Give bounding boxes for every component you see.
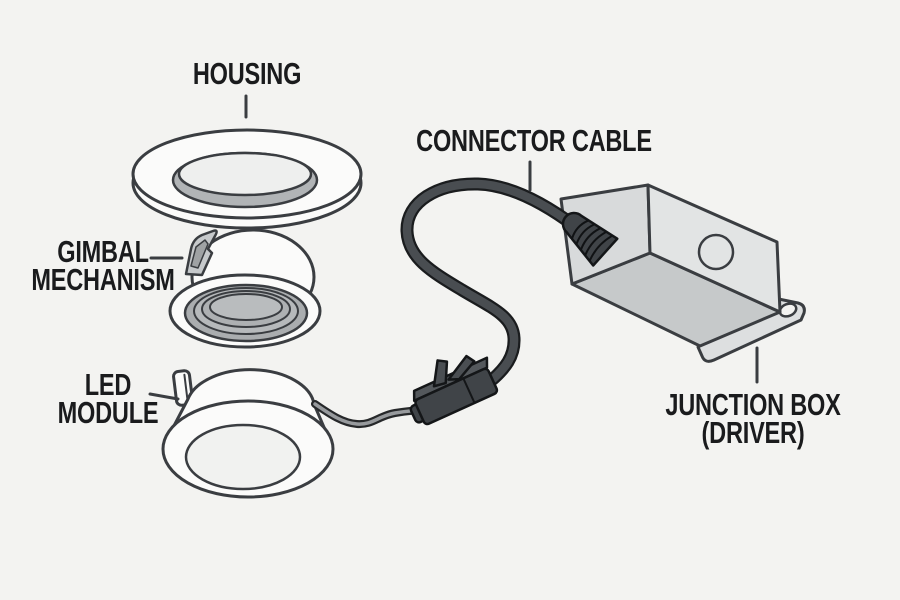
connector-latch [432, 359, 449, 388]
label-housing-text: HOUSING [192, 56, 302, 91]
label-led-line1: LED [84, 367, 132, 402]
label-led-module: LED MODULE [57, 367, 159, 430]
label-connector-cable-text: CONNECTOR CABLE [416, 123, 652, 158]
label-gimbal-line2: MECHANISM [31, 262, 175, 297]
knockout-hole [697, 233, 735, 271]
label-connector-cable: CONNECTOR CABLE [416, 123, 652, 158]
label-led-line2: MODULE [57, 395, 159, 430]
gimbal-part [168, 228, 322, 349]
label-junction-line1: JUNCTION BOX [665, 387, 841, 422]
strain-relief-boot [561, 211, 619, 267]
housing-part [131, 128, 363, 230]
led-module-lens [184, 423, 302, 491]
led-module-part [161, 368, 432, 499]
connector-body [414, 367, 499, 426]
inline-connector [409, 354, 499, 426]
gimbal-clip-inner [190, 239, 209, 269]
label-housing: HOUSING [192, 56, 302, 91]
housing-inner-hole [177, 151, 313, 197]
junction-box-part [559, 183, 806, 363]
label-junction-box: JUNCTION BOX (DRIVER) [665, 387, 841, 450]
cable-core [402, 179, 581, 384]
connector-latch-arm [447, 354, 476, 381]
connector-cable-part [400, 177, 619, 426]
label-junction-line2: (DRIVER) [701, 415, 805, 450]
leader-lines [148, 94, 759, 401]
label-gimbal-line1: GIMBAL [57, 234, 149, 269]
label-gimbal-mechanism: GIMBAL MECHANISM [31, 234, 175, 297]
led-module-tab-line [183, 373, 189, 402]
leader-led-module [148, 392, 180, 401]
gimbal-baffle-ring [209, 293, 283, 321]
connector-seam [462, 377, 476, 404]
